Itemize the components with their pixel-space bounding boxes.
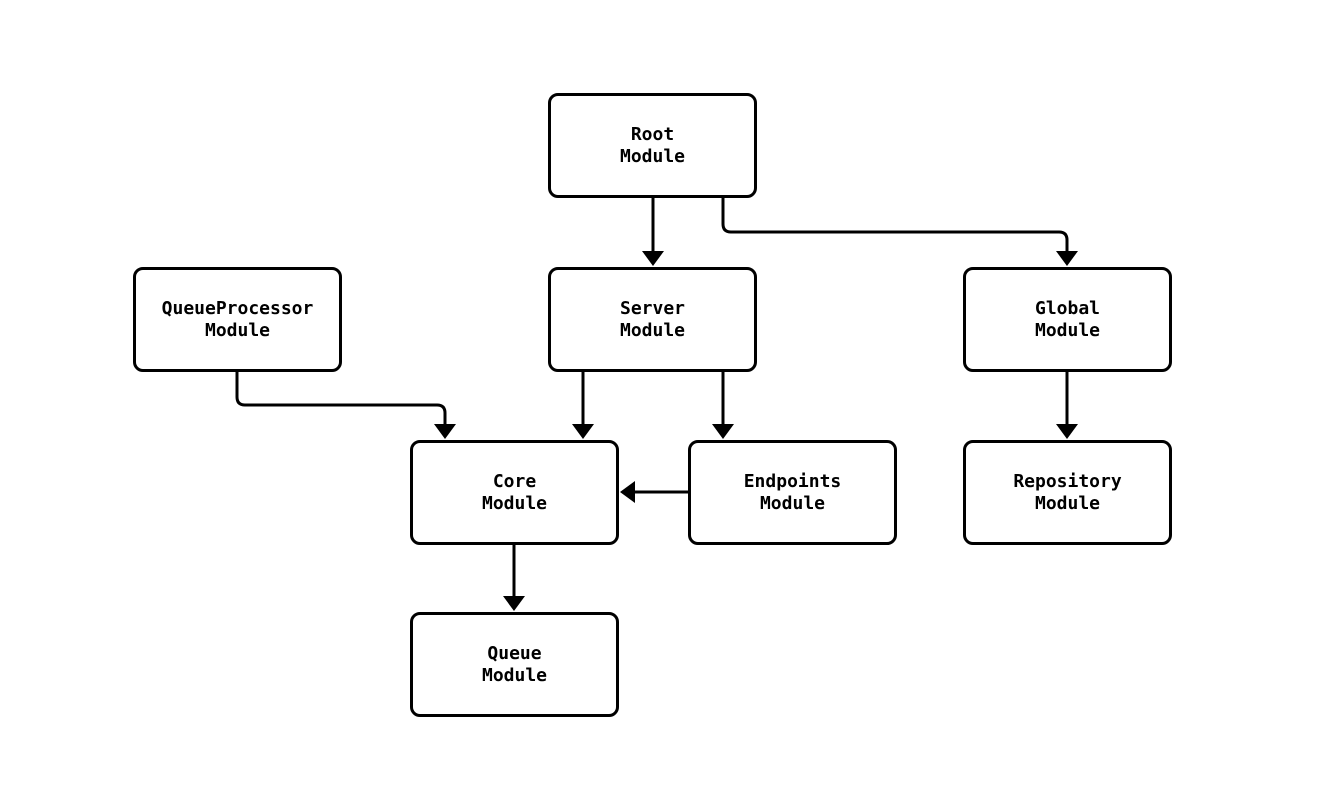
node-core-module-label: Core Module bbox=[481, 470, 548, 514]
arrowhead-core-to-queue bbox=[503, 596, 525, 611]
arrowhead-endpoints-to-core bbox=[620, 481, 635, 503]
node-endpoints-module-label: Endpoints Module bbox=[743, 470, 842, 514]
edge-queueprocessor-to-core bbox=[235, 372, 447, 426]
node-repository-module: Repository Module bbox=[963, 440, 1172, 545]
node-endpoints-module: Endpoints Module bbox=[688, 440, 897, 545]
node-queueprocessor-module: QueueProcessor Module bbox=[133, 267, 342, 372]
node-global-module-label: Global Module bbox=[1034, 297, 1101, 341]
edge-root-to-global bbox=[721, 198, 1069, 253]
arrowhead-global-to-repository bbox=[1056, 424, 1078, 439]
node-root-module-label: Root Module bbox=[619, 123, 686, 167]
node-core-module: Core Module bbox=[410, 440, 619, 545]
arrowhead-queueprocessor-to-core bbox=[434, 424, 456, 439]
arrowhead-server-to-core bbox=[572, 424, 594, 439]
node-root-module: Root Module bbox=[548, 93, 757, 198]
node-queue-module: Queue Module bbox=[410, 612, 619, 717]
node-repository-module-label: Repository Module bbox=[1013, 470, 1122, 514]
arrowhead-root-to-global bbox=[1056, 251, 1078, 266]
node-queueprocessor-module-label: QueueProcessor Module bbox=[161, 297, 314, 341]
node-server-module-label: Server Module bbox=[619, 297, 686, 341]
arrowhead-server-to-endpoints bbox=[712, 424, 734, 439]
node-server-module: Server Module bbox=[548, 267, 757, 372]
node-queue-module-label: Queue Module bbox=[481, 642, 548, 686]
node-global-module: Global Module bbox=[963, 267, 1172, 372]
arrowhead-root-to-server bbox=[642, 251, 664, 266]
